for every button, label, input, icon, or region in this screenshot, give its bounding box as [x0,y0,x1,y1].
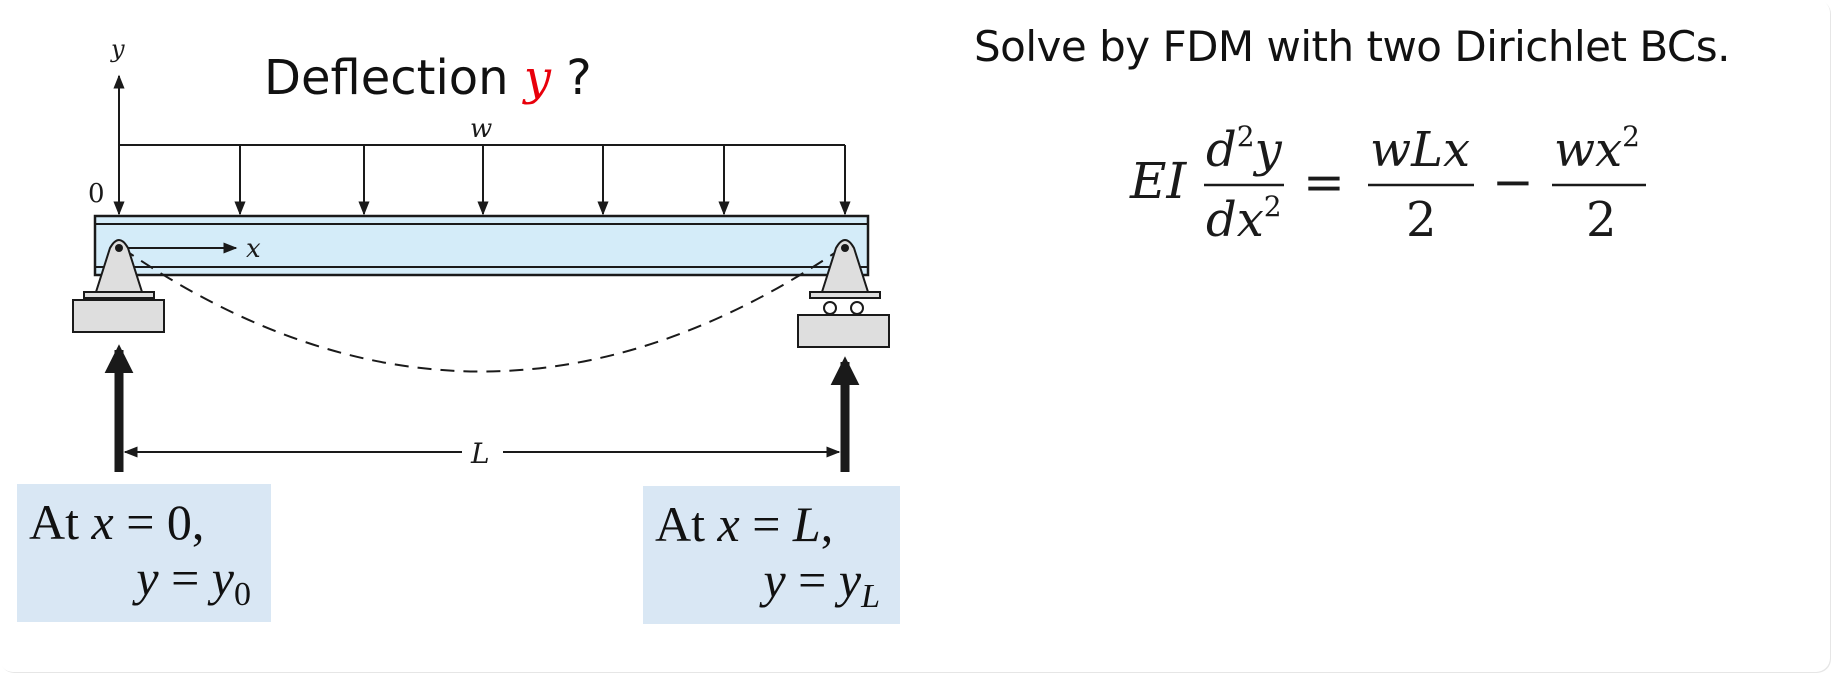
eq-term1-denominator: 2 [1406,192,1437,248]
span-label: L [470,437,490,470]
eq-coefficient: EI [1129,152,1187,210]
slide-title: Solve by FDM with two Dirichlet BCs. [974,22,1730,71]
eq-minus: − [1492,153,1534,211]
right-roller-support [797,239,890,348]
eq-equals: = [1303,153,1345,211]
x-axis-label: x [246,234,261,264]
eq-term2-numerator: wx2 [1554,120,1640,178]
eq-term2-denominator: 2 [1586,192,1617,248]
bc-right-line2: y = yL [763,552,880,615]
left-pin-support [72,239,165,333]
boundary-condition-left: At x = 0, y = y0 [17,484,271,622]
eq-term1-numerator: wLx [1370,122,1470,178]
eq-lhs-denominator: dx2 [1206,190,1282,248]
bc-right-line1: At x = L, [655,496,834,552]
beam [93,214,870,277]
origin-label: 0 [88,179,105,209]
deflection-curve [121,247,843,373]
governing-equation: EI d2y dx2 = wLx 2 − wx2 2 [1129,120,1646,248]
deflection-question: Deflection y ? [264,50,592,106]
bc-left-line1: At x = 0, [29,494,205,550]
boundary-condition-right: At x = L, y = yL [643,486,900,624]
bc-left-line2: y = y0 [136,550,251,613]
load-arrows [113,145,851,216]
y-axis-label: y [110,35,125,63]
eq-lhs-numerator: d2y [1206,120,1283,178]
load-label: w [470,114,492,144]
deflection-variable: y [522,50,552,106]
